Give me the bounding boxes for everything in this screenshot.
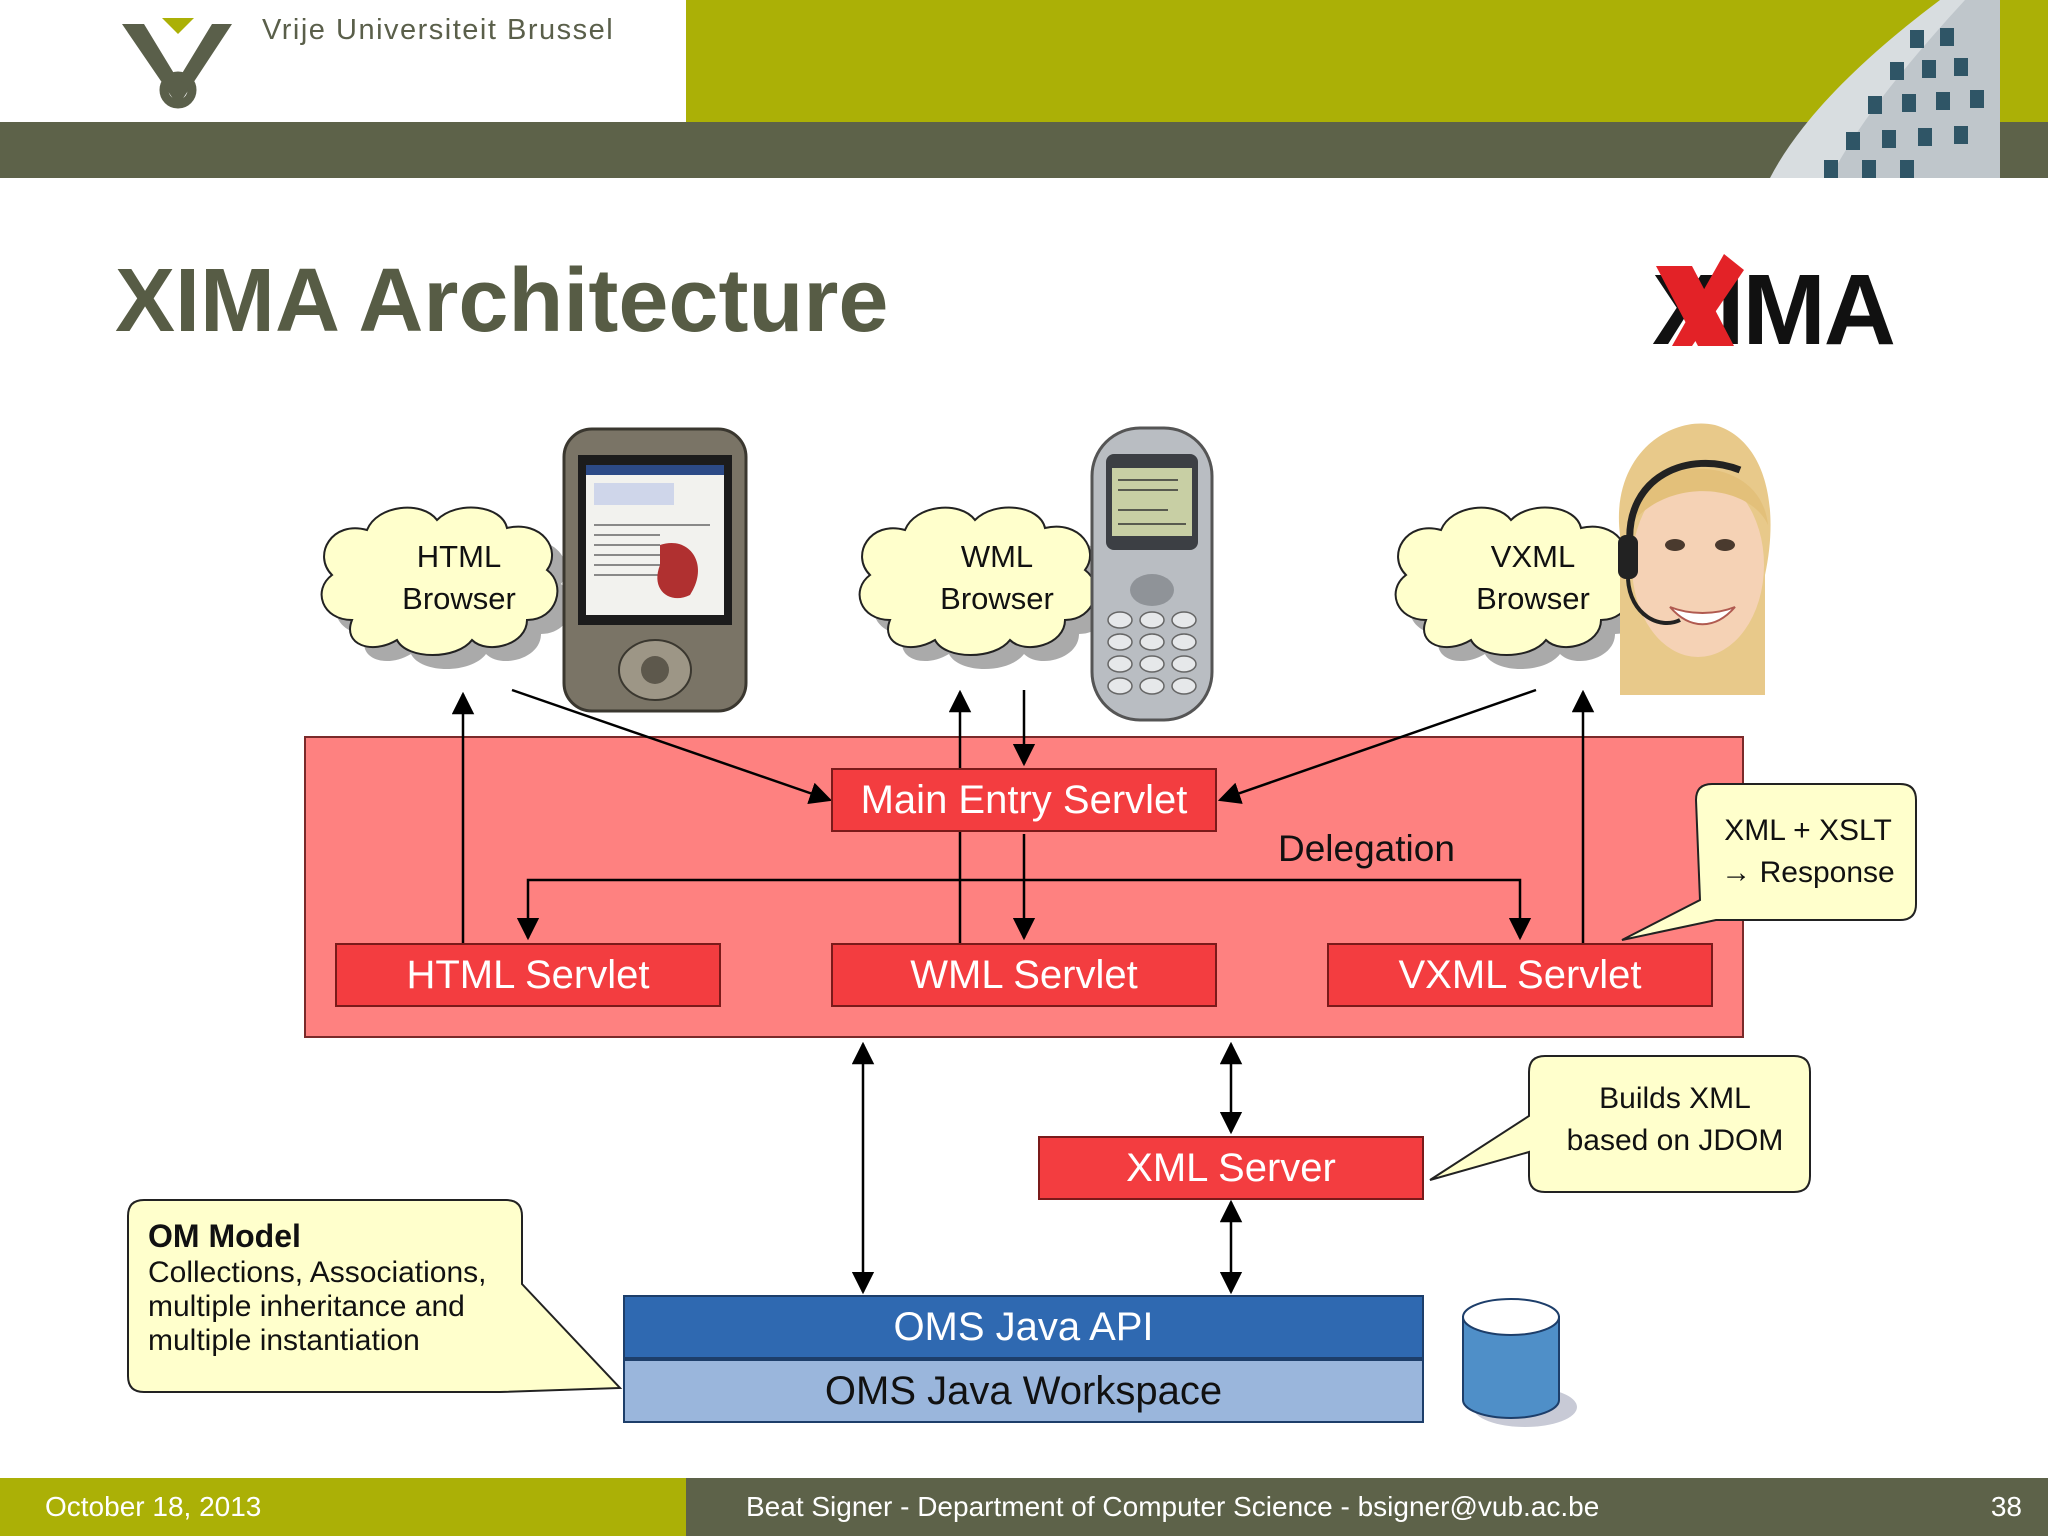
callout-jdom-line1: Builds XML: [1599, 1082, 1751, 1115]
cloud-html-text: HTML Browser: [379, 536, 539, 620]
building-photo: [1770, 0, 2000, 178]
cloud-vxml-text: VXML Browser: [1453, 536, 1613, 620]
vxml-servlet: VXML Servlet: [1327, 943, 1713, 1007]
oms-java-api: OMS Java API: [623, 1295, 1424, 1359]
callout-xslt-line2: → Response: [1721, 856, 1895, 889]
vub-logo-icon: [122, 18, 232, 109]
pda-device-icon: [562, 427, 748, 713]
call-center-agent-photo: [1618, 423, 1771, 695]
footer-olive-band: [0, 1478, 686, 1536]
wml-servlet: WML Servlet: [831, 943, 1217, 1007]
slide-title: XIMA Architecture: [115, 251, 889, 351]
callout-jdom-text: Builds XML based on JDOM: [1540, 1078, 1810, 1162]
header-olive-band: [686, 0, 2048, 122]
header-dark-band: [0, 122, 2048, 178]
callout-om-line2: multiple inheritance and: [148, 1290, 465, 1323]
cloud-html-line1: HTML: [416, 539, 502, 574]
cloud-wml-line2: Browser: [940, 581, 1054, 616]
callout-xslt-line1: XML + XSLT: [1724, 814, 1892, 847]
callout-xslt-text: XML + XSLT → Response: [1710, 810, 1906, 894]
callout-om-text: OM Model Collections, Associations, mult…: [148, 1216, 528, 1358]
university-name: Vrije Universiteit Brussel: [262, 14, 615, 46]
footer-page-number: 38: [1990, 1491, 2022, 1522]
cloud-wml-text: WML Browser: [917, 536, 1077, 620]
xima-logo-icon: XIMA: [1652, 254, 1896, 360]
cloud-vxml-line2: Browser: [1476, 581, 1590, 616]
header-white-area: [0, 0, 686, 122]
callout-om-line3: multiple instantiation: [148, 1324, 420, 1357]
footer-date: October 18, 2013: [45, 1491, 262, 1522]
database-icon: [1462, 1298, 1577, 1427]
callout-om-line1: Collections, Associations,: [148, 1256, 487, 1289]
footer-dark-band: [686, 1478, 2048, 1536]
callout-jdom-line2: based on JDOM: [1566, 1124, 1784, 1157]
delegation-label: Delegation: [1278, 828, 1455, 869]
mobile-phone-icon: [1090, 426, 1214, 722]
cloud-wml-line1: WML: [960, 539, 1034, 574]
callout-om-heading: OM Model: [148, 1218, 301, 1254]
cloud-vxml-line1: VXML: [1490, 539, 1576, 574]
cloud-html-line2: Browser: [402, 581, 516, 616]
footer-author: Beat Signer - Department of Computer Sci…: [746, 1491, 1600, 1522]
xml-server: XML Server: [1038, 1136, 1424, 1200]
html-servlet: HTML Servlet: [335, 943, 721, 1007]
main-entry-servlet: Main Entry Servlet: [831, 768, 1217, 832]
oms-java-workspace: OMS Java Workspace: [623, 1359, 1424, 1423]
